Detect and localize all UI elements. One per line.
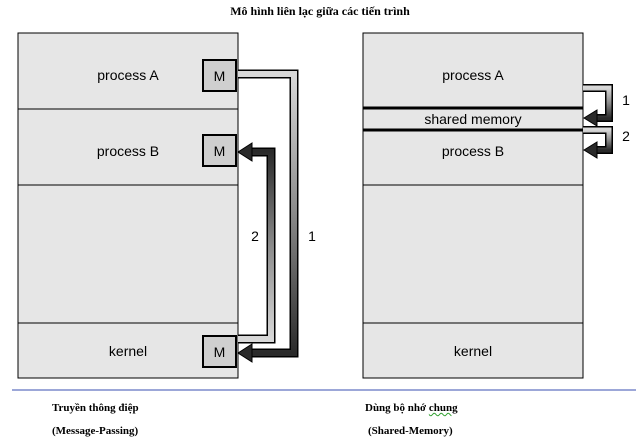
arrow-2-shared-to-b [583,126,613,159]
right-process-a-label: process A [442,67,504,83]
right-kernel-label: kernel [454,343,492,359]
arrow-1-a-to-kernel [237,69,299,363]
right-arrow-1-label: 1 [622,92,630,108]
message-box-a [202,59,237,92]
message-box-kernel-label: M [214,344,226,360]
right-caption-line2: (Shared-Memory) [368,425,453,437]
arrow-1-a-to-shared [583,84,613,127]
arrow-1-label: 1 [308,228,316,244]
left-caption-line2: (Message-Passing) [52,425,139,437]
left-kernel-label: kernel [109,343,147,359]
right-caption-prefix: Dùng bộ nhớ [365,402,429,414]
arrow-2-label: 2 [251,228,259,244]
message-box-b [202,134,237,167]
message-box-kernel [202,335,237,368]
right-memory-block [362,32,584,379]
left-process-a-label: process A [97,67,159,83]
shared-memory-panel: process A shared memory process B kernel… [362,32,630,379]
message-box-b-label: M [214,143,226,159]
right-caption-line1: Dùng bộ nhớ chung [365,402,458,414]
message-passing-panel: process A process B kernel M M M 1 2 [17,32,316,379]
shared-memory-label: shared memory [424,111,521,127]
right-process-b-label: process B [442,143,504,159]
message-box-a-label: M [214,68,226,84]
left-memory-block [17,32,239,379]
left-caption-line1: Truyền thông điệp [52,402,139,414]
diagram-title: Mô hình liên lạc giữa các tiến trình [230,4,410,18]
left-process-b-label: process B [97,143,159,159]
arrow-2-kernel-to-b [237,142,276,344]
right-caption-underlined: chung [428,402,458,414]
right-arrow-2-label: 2 [622,128,630,144]
